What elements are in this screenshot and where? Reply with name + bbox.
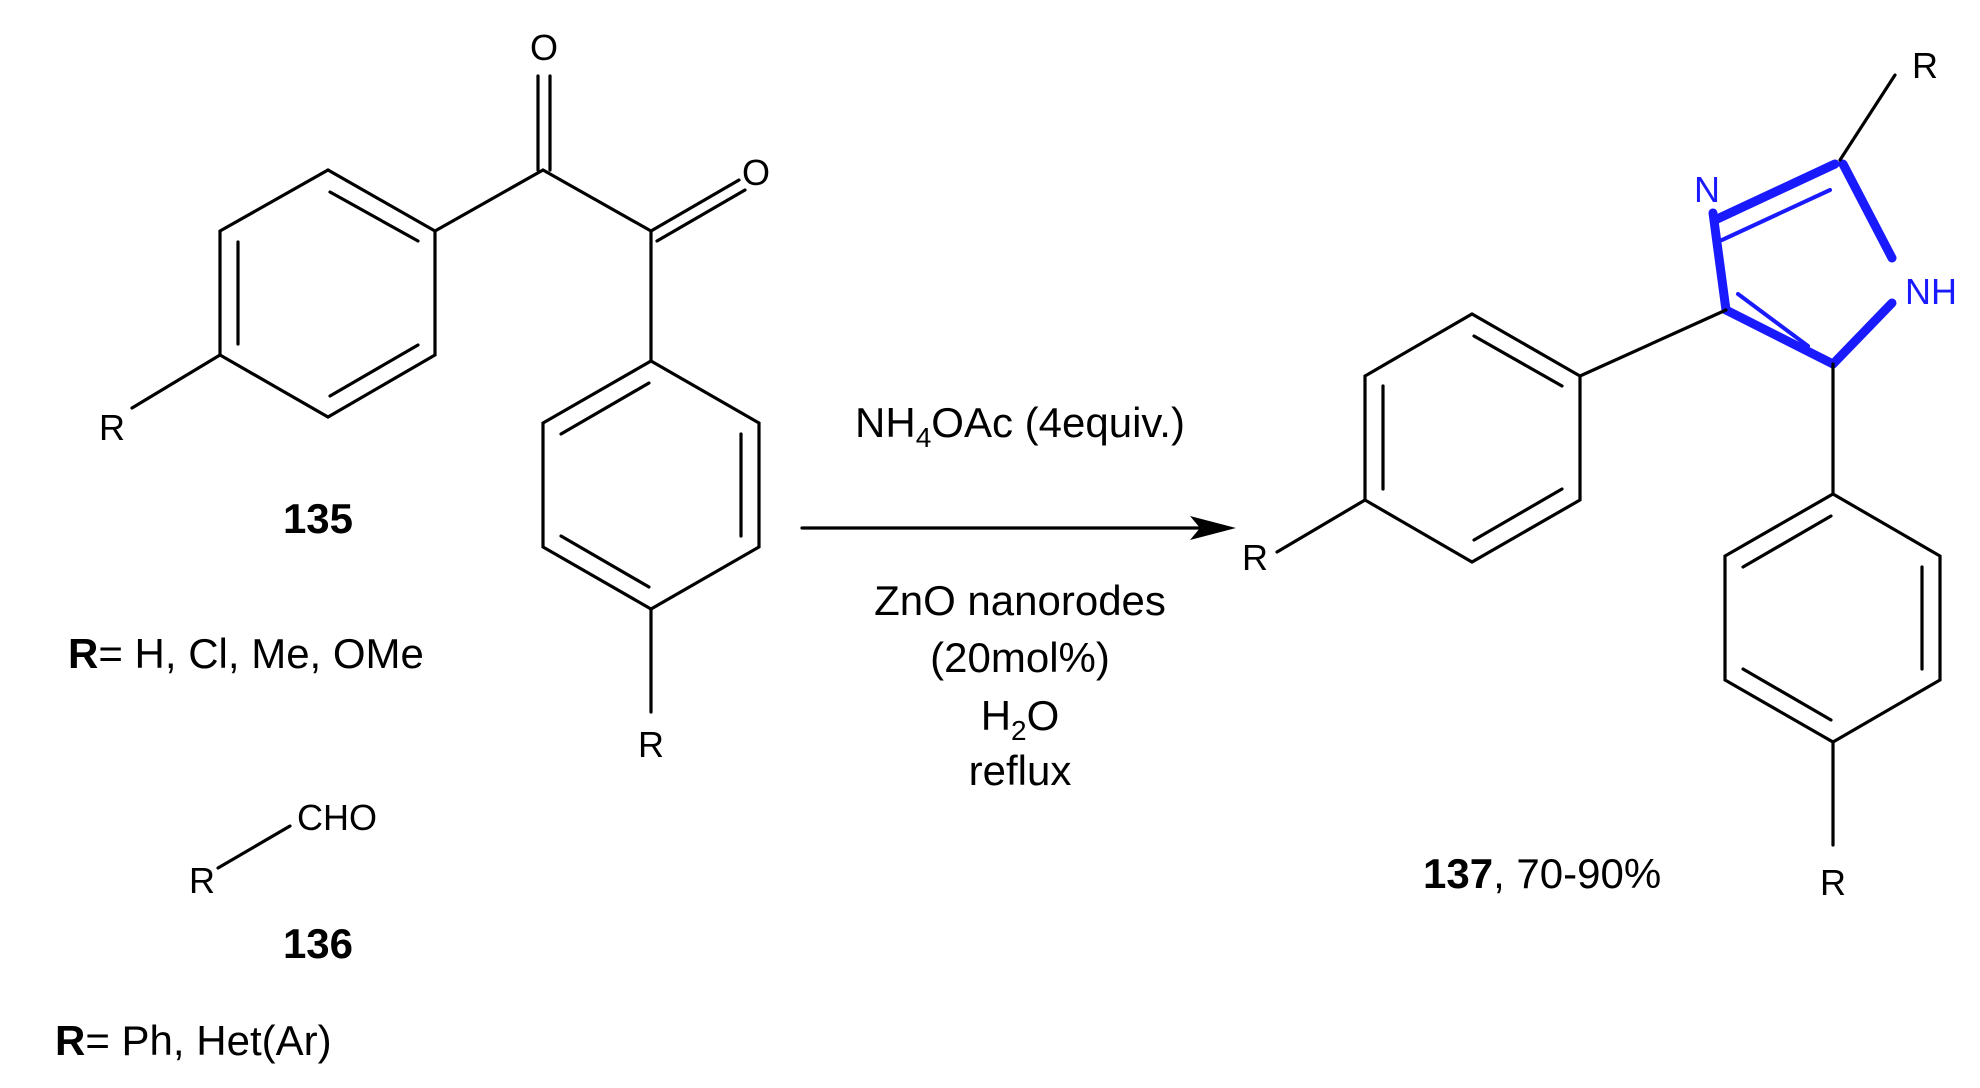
r-definition-135: R= H, Cl, Me, OMe — [68, 630, 424, 677]
r-substituent-bottom-product: R — [1820, 862, 1846, 903]
aldehyde-group: CHO — [297, 797, 377, 838]
r-substituent-aldehyde: R — [189, 860, 215, 901]
catalyst-line-1: ZnO nanorodes — [874, 577, 1166, 624]
catalyst-line-2: (20mol%) — [930, 634, 1110, 681]
product-label-137: 137, 70-90% — [1423, 850, 1661, 897]
r-definition-136: R= Ph, Het(Ar) — [55, 1017, 332, 1064]
imidazole-nh: NH — [1905, 271, 1957, 312]
phenyl-ring-lower — [1723, 492, 1942, 744]
carbonyl-oxygen-right: O — [742, 152, 770, 193]
imidazole-ring: N NH — [1694, 159, 1957, 369]
solvent-water: H2O — [981, 692, 1060, 746]
product-137-structure: N NH R R R — [1242, 45, 1957, 903]
reactant-136-structure: R CHO — [189, 797, 377, 901]
compound-label-136: 136 — [283, 920, 353, 967]
carbonyl-oxygen-top: O — [530, 27, 558, 68]
reactant-135-structure: R O O R — [99, 27, 770, 765]
r-substituent-bottom: R — [638, 724, 664, 765]
r-substituent-left: R — [99, 407, 125, 448]
reaction-arrow — [800, 516, 1236, 540]
benzene-ring-lower — [541, 359, 761, 611]
temperature-reflux: reflux — [969, 747, 1072, 794]
imidazole-n: N — [1694, 169, 1720, 210]
r-substituent-left-product: R — [1242, 537, 1268, 578]
r-substituent-top: R — [1912, 45, 1938, 86]
reagent-ammonium-acetate: NH4OAc (4equiv.) — [855, 399, 1185, 453]
phenyl-ring-left — [1363, 312, 1582, 564]
benzene-ring-left — [218, 168, 437, 419]
compound-label-135: 135 — [283, 495, 353, 542]
